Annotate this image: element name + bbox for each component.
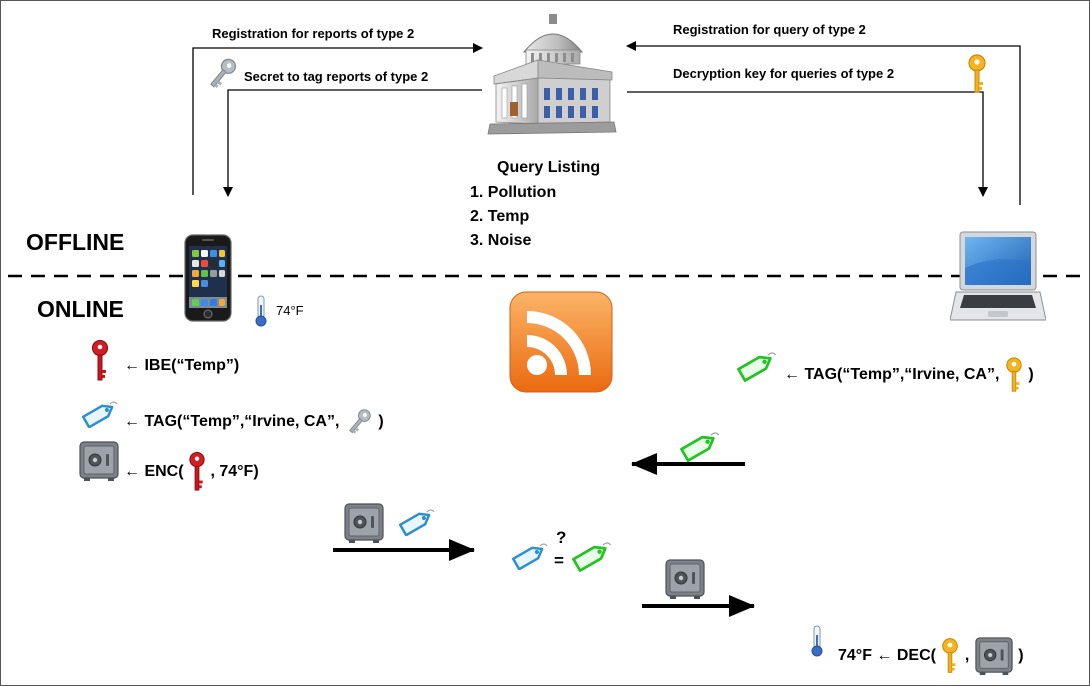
match-question-mark: ? (556, 528, 567, 547)
government-building-icon (487, 14, 617, 135)
dec-formula: 74°F ← DEC( , ) (838, 636, 1024, 676)
blue-tag-icon (398, 509, 435, 536)
thermometer-icon (811, 625, 823, 657)
tag-left-formula-prefix: ← TAG(“Temp”,“Irvine, CA”, (124, 413, 340, 431)
authority-to-phone-connector (223, 89, 482, 197)
decryption-key-queries-label: Decryption key for queries of type 2 (673, 66, 895, 81)
blue-tag-icon (511, 543, 548, 570)
tag-left-formula-suffix: ) (378, 413, 384, 431)
online-label: ONLINE (37, 296, 124, 322)
silver-key-icon (210, 58, 237, 88)
silver-key-icon (348, 409, 371, 434)
green-tag-icon (572, 542, 612, 572)
red-key-icon (91, 340, 109, 381)
green-tag-icon (737, 352, 777, 382)
query-item-noise: 3. Noise (470, 232, 532, 249)
query-item-pollution: 1. Pollution (470, 184, 557, 201)
enc-formula-suffix: , 74°F) (210, 463, 259, 481)
sensor-reading: 74°F (276, 303, 304, 318)
tag-left-formula: ← TAG(“Temp”,“Irvine, CA”, ) (124, 407, 384, 437)
query-listing-title: Query Listing (497, 159, 601, 176)
smartphone-icon (184, 234, 232, 322)
tag-right-formula: ← TAG(“Temp”,“Irvine, CA”, ) (784, 357, 1034, 393)
ibe-formula: ← IBE(“Temp”) (124, 357, 240, 374)
safe-icon (665, 559, 705, 599)
enc-formula: ← ENC( , 74°F) (124, 452, 259, 492)
offline-label: OFFLINE (26, 229, 125, 255)
tag-right-formula-prefix: ← TAG(“Temp”,“Irvine, CA”, (784, 366, 1000, 384)
gold-key-icon (968, 54, 986, 93)
tag-right-formula-suffix: ) (1028, 366, 1034, 384)
laptop-to-authority-connector (626, 41, 1021, 205)
query-item-temp: 2. Temp (470, 208, 530, 225)
authority-to-laptop-connector (627, 91, 988, 197)
secret-tag-reports-label: Secret to tag reports of type 2 (244, 69, 429, 84)
dec-formula-suffix: ) (1018, 647, 1024, 665)
safe-icon (344, 503, 384, 543)
green-tag-icon (680, 432, 720, 462)
red-key-icon (189, 452, 205, 491)
dec-formula-comma: , (964, 647, 970, 665)
registration-reports-label: Registration for reports of type 2 (212, 26, 415, 41)
safe-icon (975, 637, 1013, 676)
thermometer-icon (255, 295, 267, 327)
phone-to-authority-connector (192, 43, 483, 195)
rss-feed-icon (509, 291, 613, 393)
safe-icon (79, 441, 119, 481)
match-equals-sign: = (554, 551, 564, 570)
laptop-icon (950, 231, 1046, 321)
gold-key-icon (942, 638, 959, 673)
registration-query-label: Registration for query of type 2 (673, 22, 866, 37)
blue-tag-icon (81, 401, 118, 428)
enc-formula-prefix: ← ENC( (124, 463, 184, 481)
dec-formula-prefix: 74°F ← DEC( (838, 647, 936, 665)
gold-key-icon (1006, 357, 1022, 392)
